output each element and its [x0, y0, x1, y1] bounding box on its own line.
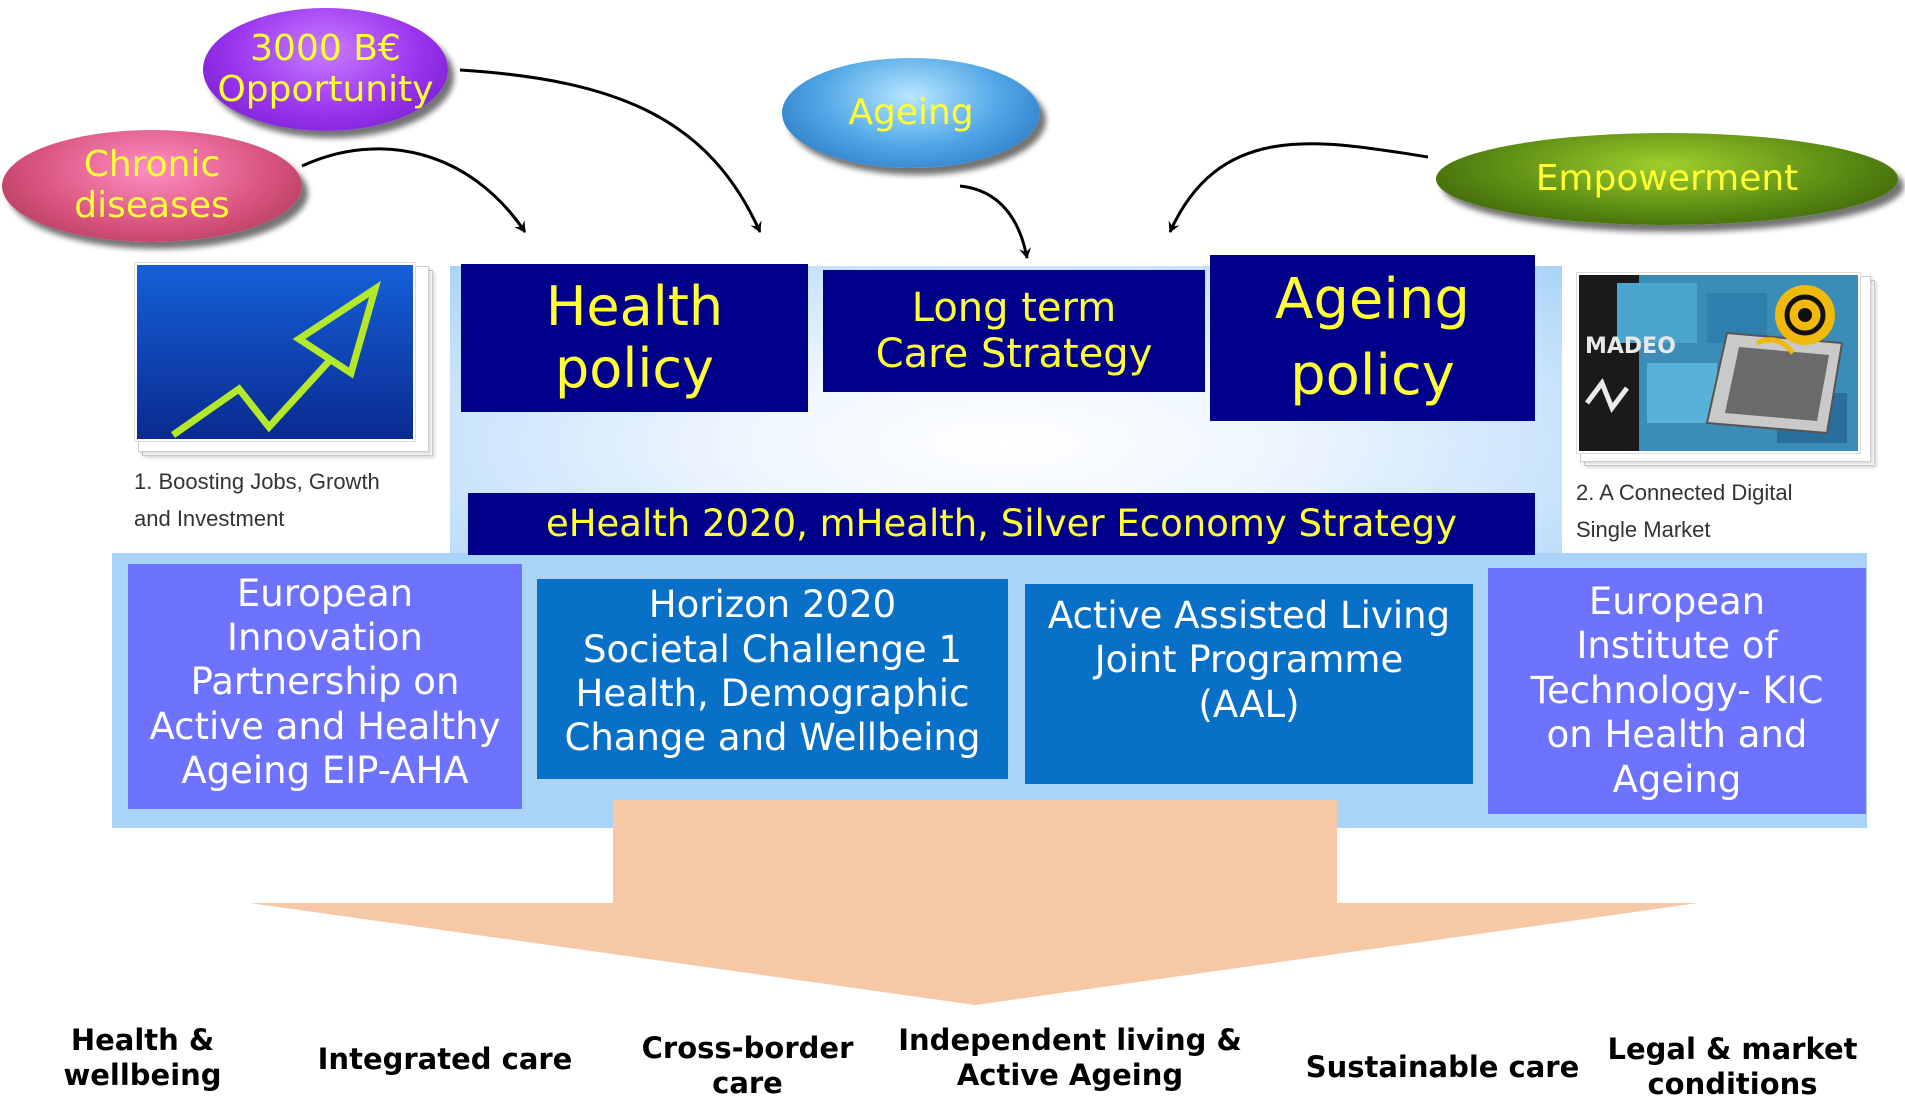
long-term-care-strategy-box: Long term Care Strategy — [823, 270, 1205, 392]
ageing-arrow — [959, 184, 1032, 259]
eip-aha-box: European Innovation Partnership on Activ… — [128, 564, 522, 809]
ehealth-strategy-bar: eHealth 2020, mHealth, Silver Economy St… — [468, 493, 1535, 555]
empowerment-arrow — [1168, 142, 1429, 233]
digital-market-image: MADEO — [1576, 272, 1861, 454]
health-policy-box: Health policy — [461, 264, 808, 412]
eit-kic-box: European Institute of Technology- KIC on… — [1488, 568, 1866, 814]
growth-image — [134, 262, 416, 442]
growth-arrow-icon — [137, 265, 413, 439]
graffiti-text: MADEO — [1585, 334, 1676, 359]
outcome-legal-market: Legal & market conditions — [1607, 1032, 1858, 1101]
ageing-ellipse: Ageing — [782, 58, 1040, 168]
outcome-health-wellbeing: Health & wellbeing — [63, 1023, 222, 1092]
opportunity-ellipse: 3000 B€ Opportunity — [203, 8, 448, 131]
outcome-independent-living: Independent living & Active Ageing — [898, 1023, 1242, 1092]
right-image-caption: 2. A Connected Digital Single Market — [1576, 480, 1793, 543]
chronic-diseases-ellipse: Chronic diseases — [2, 130, 302, 242]
ageing-policy-box: Ageing policy — [1210, 255, 1535, 421]
left-image-caption: 1. Boosting Jobs, Growth and Investment — [134, 469, 380, 532]
opportunity-arrow — [459, 68, 762, 233]
outcome-cross-border-care: Cross-border care — [641, 1031, 854, 1100]
outcome-sustainable-care: Sustainable care — [1305, 1050, 1580, 1084]
laptop-graffiti-icon: MADEO — [1579, 275, 1858, 451]
aal-programme-box: Active Assisted Living Joint Programme (… — [1025, 584, 1473, 784]
outcome-integrated-care: Integrated care — [317, 1042, 573, 1076]
chronic-arrow — [301, 147, 527, 233]
empowerment-ellipse: Empowerment — [1436, 133, 1898, 225]
horizon-2020-box: Horizon 2020 Societal Challenge 1 Health… — [537, 579, 1008, 779]
